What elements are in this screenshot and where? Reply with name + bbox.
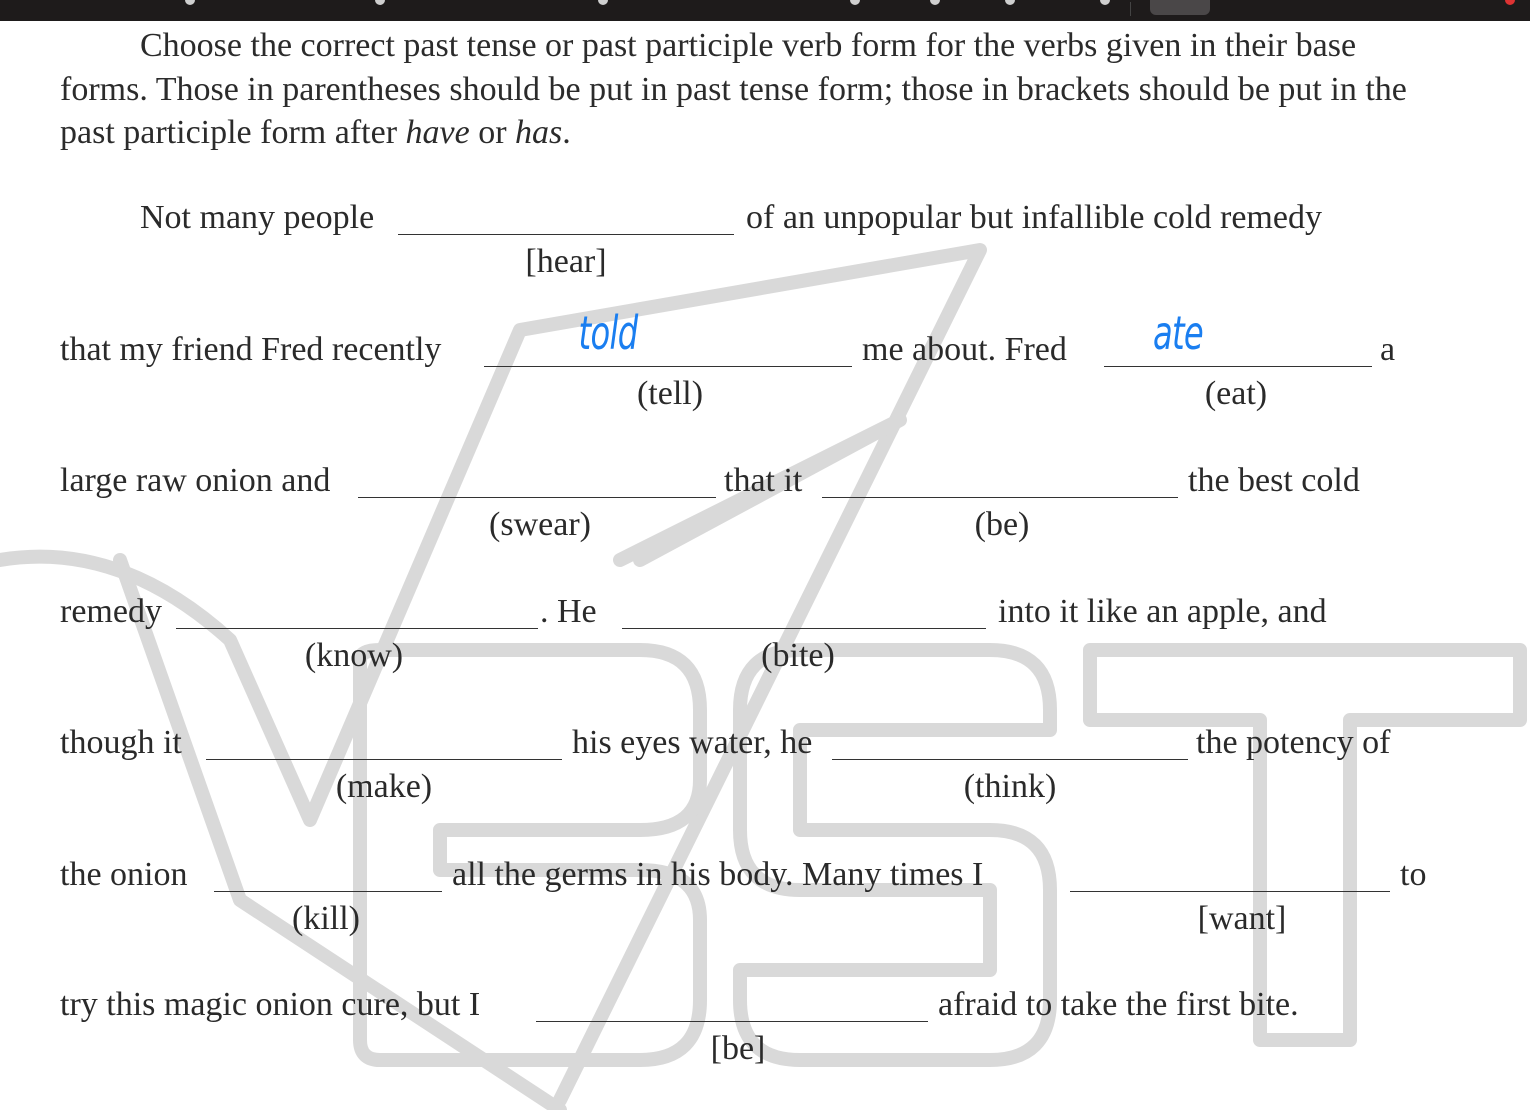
verb-hint: (bite) xyxy=(761,637,835,674)
answer-blank[interactable] xyxy=(1104,366,1372,367)
sentence-text: the onion xyxy=(60,856,188,893)
answer-blank[interactable] xyxy=(822,497,1178,498)
toolbar-icon[interactable] xyxy=(375,0,385,5)
answer-blank[interactable] xyxy=(622,628,986,629)
toolbar-active-tool[interactable] xyxy=(1150,0,1210,15)
instructions-paragraph: Choose the correct past tense or past pa… xyxy=(60,24,1440,155)
toolbar-icon[interactable] xyxy=(1005,0,1015,5)
sentence-text: large raw onion and xyxy=(60,462,331,499)
instructions-has: has xyxy=(515,114,563,151)
answer-blank[interactable] xyxy=(214,891,442,892)
sentence-text: . He xyxy=(540,593,597,630)
answer-blank[interactable] xyxy=(358,497,716,498)
answer-blank[interactable] xyxy=(398,234,734,235)
record-icon[interactable] xyxy=(1505,0,1515,5)
toolbar-icon[interactable] xyxy=(598,0,608,5)
handwritten-answer: told xyxy=(578,306,639,360)
sentence-text: a xyxy=(1380,331,1396,368)
answer-blank[interactable] xyxy=(832,759,1188,760)
verb-hint: (tell) xyxy=(636,375,704,412)
handwritten-answer: ate xyxy=(1152,306,1204,360)
verb-hint: (eat) xyxy=(1204,375,1268,412)
sentence-text: though it xyxy=(60,724,182,761)
sentence-text: try this magic onion cure, but I xyxy=(60,986,481,1023)
sentence-text: into it like an apple, and xyxy=(998,593,1327,630)
toolbar-icon[interactable] xyxy=(185,0,195,5)
answer-blank[interactable] xyxy=(484,366,852,367)
toolbar-icon[interactable] xyxy=(930,0,940,5)
verb-hint: [be] xyxy=(710,1030,766,1067)
verb-hint: (make) xyxy=(335,768,433,805)
toolbar-divider xyxy=(1130,2,1131,16)
answer-blank[interactable] xyxy=(536,1021,928,1022)
sentence-text: me about. Fred xyxy=(862,331,1067,368)
top-toolbar xyxy=(0,0,1530,21)
verb-hint: (be) xyxy=(974,506,1030,543)
answer-blank[interactable] xyxy=(1070,891,1390,892)
verb-hint: (know) xyxy=(304,637,404,674)
instructions-or: or xyxy=(469,114,516,151)
toolbar-icon[interactable] xyxy=(850,0,860,5)
sentence-text: all the germs in his body. Many times I xyxy=(452,856,984,893)
instructions-have: have xyxy=(405,114,470,151)
verb-hint: (kill) xyxy=(292,900,360,937)
sentence-text: his eyes water, he xyxy=(572,724,813,761)
sentence-text: that it xyxy=(724,462,803,499)
sentence-text: the potency of xyxy=(1196,724,1391,761)
verb-hint: (swear) xyxy=(489,506,591,543)
toolbar-icon[interactable] xyxy=(1100,0,1110,5)
answer-blank[interactable] xyxy=(176,628,538,629)
sentence-text: remedy xyxy=(60,593,162,630)
sentence-text: that my friend Fred recently xyxy=(60,331,442,368)
sentence-text: of an unpopular but infallible cold reme… xyxy=(746,199,1322,236)
answer-blank[interactable] xyxy=(206,759,562,760)
instructions-text: Choose the correct past tense or past pa… xyxy=(60,27,1407,151)
sentence-text: the best cold xyxy=(1188,462,1360,499)
verb-hint: (think) xyxy=(963,768,1057,805)
sentence-text: to xyxy=(1400,856,1427,893)
sentence-text: afraid to take the first bite. xyxy=(938,986,1299,1023)
instructions-end: . xyxy=(562,114,571,151)
verb-hint: [want] xyxy=(1197,900,1287,937)
verb-hint: [hear] xyxy=(525,243,607,280)
sentence-text: Not many people xyxy=(140,199,375,236)
